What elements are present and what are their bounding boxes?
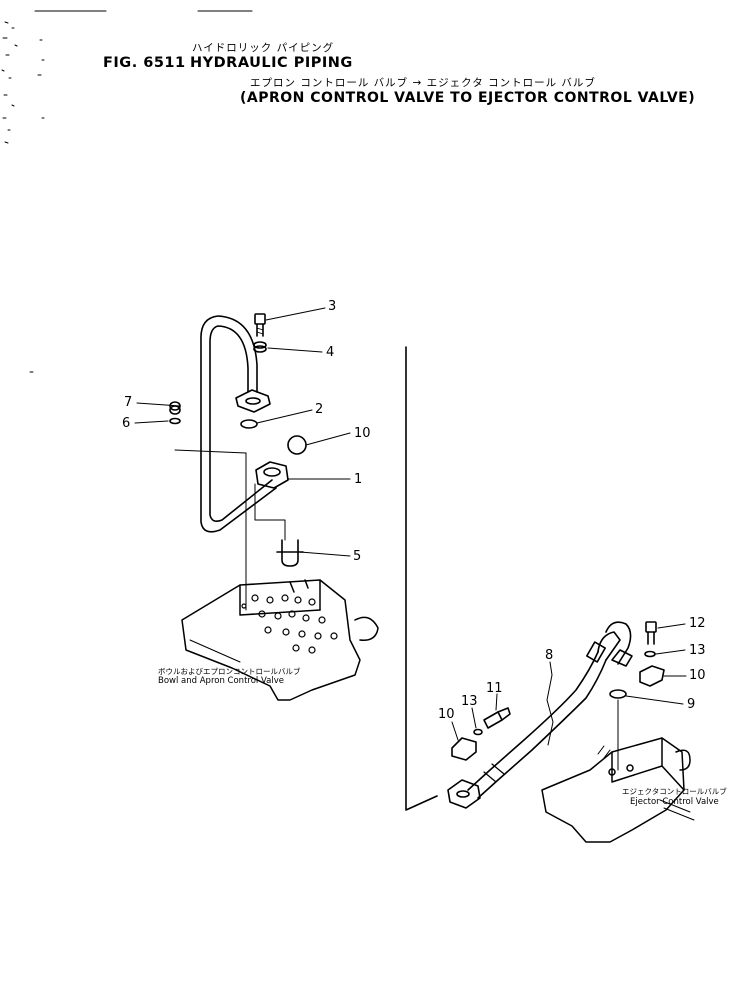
o-ring-2 [240, 419, 258, 429]
bowl-valve-caption-en: Bowl and Apron Control Valve [158, 676, 284, 686]
callout-11: 11 [486, 681, 503, 696]
hose-8 [467, 631, 621, 799]
callout-leaders [134, 307, 687, 746]
bolt-12 [645, 621, 657, 645]
divider-line [405, 346, 438, 811]
callout-10-left: 10 [438, 707, 455, 722]
subtitle-japanese: エプロン コントロール バルブ → エジェクタ コントロール バルブ [250, 77, 596, 89]
hose-lower-flange [447, 779, 481, 809]
nut-7 [169, 401, 181, 415]
u-bolt-5 [276, 539, 304, 567]
washer-13-left [473, 728, 483, 736]
hose-elbow [605, 621, 633, 667]
title-japanese: ハイドロリック パイピング [192, 42, 335, 54]
washer-6 [169, 417, 181, 425]
tube-1 [200, 315, 277, 533]
callout-9: 9 [687, 697, 696, 712]
ejector-valve-caption-en: Ejector Control Valve [630, 797, 719, 807]
title-english: HYDRAULIC PIPING [190, 55, 353, 71]
figure-number: FIG. 6511 [103, 55, 186, 71]
assembly-lines [174, 449, 286, 611]
scan-noise [1, 21, 45, 373]
callout-10-right: 10 [689, 668, 706, 683]
split-flange-10-left [451, 737, 477, 761]
callout-12: 12 [689, 616, 706, 631]
bowl-valve-caption-jp: ボウルおよびエプロンコントロールバルブ [158, 667, 301, 676]
callout-13-left: 13 [461, 694, 478, 709]
upper-flange [235, 389, 271, 413]
callout-13-right: 13 [689, 643, 706, 658]
washer-4 [253, 341, 267, 353]
ejector-control-valve [541, 737, 695, 843]
callout-4: 4 [326, 345, 335, 360]
callout-5: 5 [353, 549, 362, 564]
bowl-apron-control-valve [181, 579, 379, 701]
split-flange-10-right [639, 665, 665, 687]
subtitle-english: (APRON CONTROL VALVE TO EJECTOR CONTROL … [240, 90, 696, 106]
plug-10 [287, 435, 307, 455]
bolt-11 [483, 707, 511, 729]
lower-flange [255, 461, 289, 489]
callout-3: 3 [328, 299, 337, 314]
callout-1: 1 [354, 472, 363, 487]
washer-13-right [644, 650, 656, 658]
ejector-valve-caption-jp: エジェクタコントロールバルブ [622, 787, 727, 796]
callout-7: 7 [124, 395, 133, 410]
callout-2: 2 [315, 402, 324, 417]
bolt-3 [254, 313, 266, 337]
callout-6: 6 [122, 416, 131, 431]
callout-8: 8 [545, 648, 554, 663]
o-ring-9 [609, 689, 627, 699]
callout-10-top: 10 [354, 426, 371, 441]
